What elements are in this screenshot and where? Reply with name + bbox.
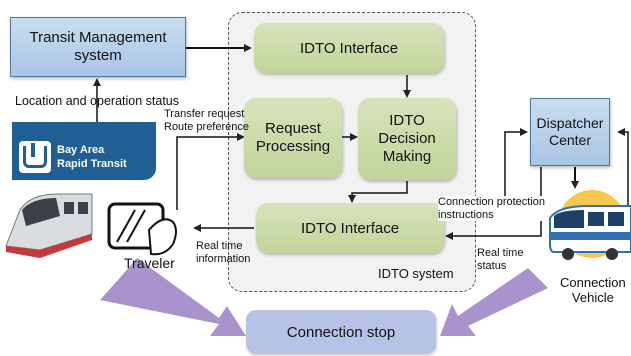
dispatcher-center-label: Dispatcher Center bbox=[536, 114, 604, 149]
bart-mark-icon bbox=[19, 141, 51, 173]
bus-icon bbox=[549, 190, 631, 260]
traveler-label: Traveler bbox=[124, 255, 175, 271]
idto-interface-bottom-box: IDTO Interface bbox=[256, 203, 444, 253]
decision-making-box: IDTO Decision Making bbox=[358, 98, 456, 180]
connection-stop-box: Connection stop bbox=[246, 310, 436, 354]
traveler-phone-icon bbox=[107, 202, 177, 256]
connection-protection-label: Connection protection instructions bbox=[438, 196, 546, 222]
bart-logo: Bay Area Rapid Transit bbox=[12, 122, 156, 180]
bart-name-line2: Rapid Transit bbox=[57, 158, 127, 170]
dispatcher-center-box: Dispatcher Center bbox=[530, 98, 610, 166]
connection-stop-label: Connection stop bbox=[286, 323, 396, 341]
idto-interface-bottom-label: IDTO Interface bbox=[300, 219, 400, 237]
arrow-decision-to-interface bbox=[348, 181, 408, 203]
real-time-information-label: Real time information bbox=[196, 240, 251, 265]
transit-management-label: Transit Management system bbox=[29, 29, 167, 64]
transit-management-box: Transit Management system bbox=[10, 17, 186, 77]
arrow-vehicle-to-dispatcher bbox=[617, 128, 629, 230]
idto-system-label: IDTO system bbox=[378, 266, 454, 281]
idto-interface-top-label: IDTO Interface bbox=[299, 39, 399, 57]
request-processing-label: Request Processing bbox=[255, 120, 331, 155]
arrow-dispatcher-to-interface bbox=[445, 167, 542, 240]
big-arrow-left bbox=[100, 258, 246, 336]
idto-interface-top-box: IDTO Interface bbox=[254, 23, 444, 73]
transfer-request-label: Transfer request Route preference bbox=[164, 108, 249, 133]
request-processing-box: Request Processing bbox=[244, 98, 342, 178]
real-time-status-label: Real time status bbox=[477, 247, 524, 272]
decision-making-label: IDTO Decision Making bbox=[378, 112, 436, 165]
train-icon bbox=[5, 193, 93, 258]
location-status-label: Location and operation status bbox=[15, 94, 180, 108]
arrow-traveler-to-request bbox=[176, 133, 245, 210]
big-arrow-right bbox=[440, 268, 548, 336]
bart-name-line1: Bay Area bbox=[57, 144, 105, 156]
connection-vehicle-label: Connection Vehicle bbox=[560, 275, 626, 305]
